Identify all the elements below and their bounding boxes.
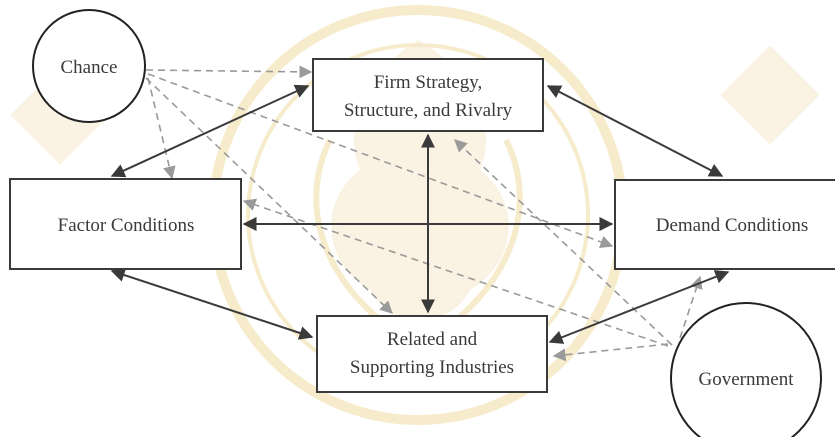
related-supporting-label-line-1: Related and <box>387 329 478 350</box>
chance-to-related-supporting-arrow <box>145 77 393 314</box>
firm-strategy-node: Firm Strategy, Structure, and Rivalry <box>312 58 544 132</box>
firm-strategy-factor-conditions-link <box>110 84 310 178</box>
chance-label: Chance <box>61 57 118 78</box>
related-supporting-label-line-2: Supporting Industries <box>350 357 514 378</box>
factor-conditions-related-supporting-link <box>110 268 314 340</box>
government-node: Government <box>670 302 822 437</box>
chance-node: Chance <box>32 9 146 123</box>
demand-conditions-label: Demand Conditions <box>656 215 809 236</box>
government-label: Government <box>699 369 795 390</box>
firm-strategy-label-line-2: Structure, and Rivalry <box>344 100 513 121</box>
chance-to-factor-conditions-arrow <box>147 77 176 180</box>
firm-strategy-label-line-1: Firm Strategy, <box>374 72 483 93</box>
factor-conditions-node: Factor Conditions <box>9 178 242 270</box>
related-supporting-node: Related and Supporting Industries <box>316 315 548 393</box>
chance-to-firm-strategy-arrow <box>145 65 313 79</box>
demand-conditions-node: Demand Conditions <box>614 179 835 270</box>
factor-conditions-label: Factor Conditions <box>58 215 195 236</box>
determinant-links <box>110 84 730 344</box>
firm-strategy-demand-conditions-link <box>546 85 724 177</box>
watermark-right-diamond <box>720 45 820 145</box>
demand-conditions-related-supporting-link <box>548 270 730 344</box>
